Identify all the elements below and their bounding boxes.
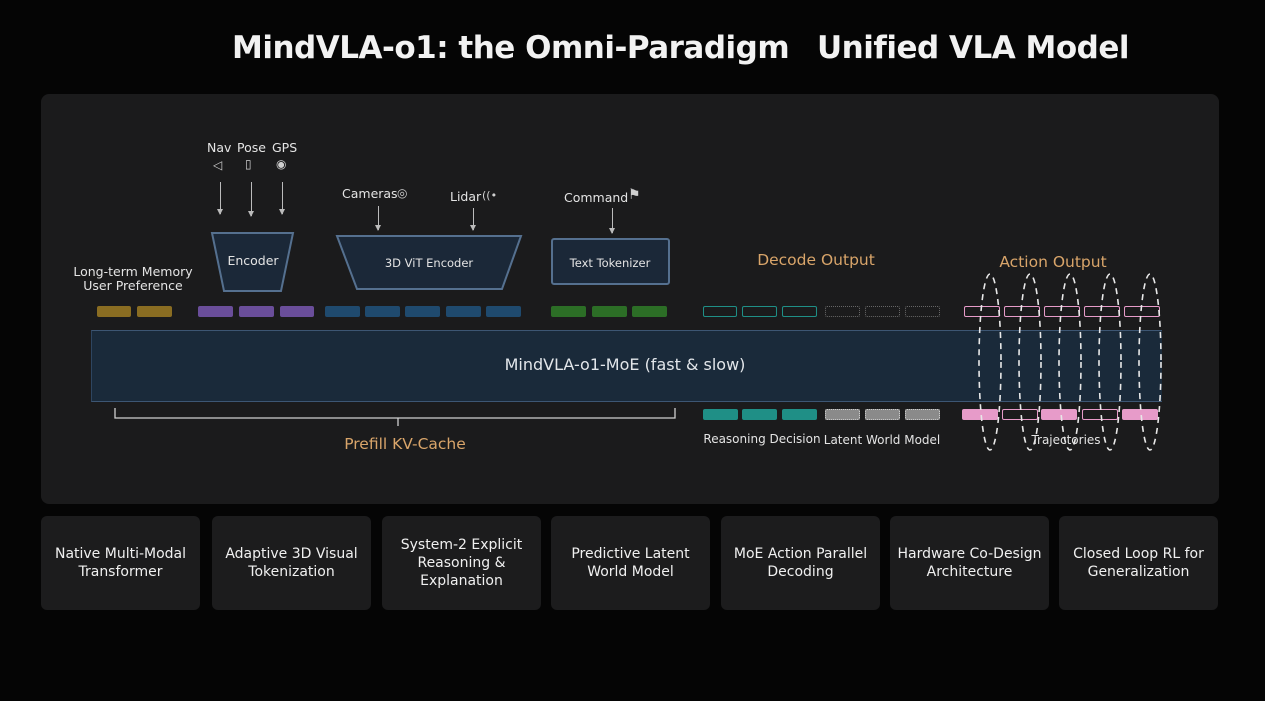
latent-token <box>865 409 900 420</box>
camera-icon: ◎ <box>397 186 408 200</box>
text-tokenizer-box <box>551 238 670 285</box>
prefill-brace <box>114 408 676 426</box>
reasoning-token <box>703 409 738 420</box>
vit-token <box>365 306 400 317</box>
pose-label: Pose <box>237 140 266 155</box>
text-token <box>592 306 627 317</box>
feature-card: System-2 Explicit Reasoning & Explanatio… <box>382 516 541 610</box>
reasoning-token-outline <box>703 306 737 317</box>
latent-token-outline <box>865 306 900 317</box>
nav-label: Nav <box>207 140 232 155</box>
eye-icon: ◉ <box>276 157 287 171</box>
text-tokenizer-label: Text Tokenizer <box>569 256 651 270</box>
feature-card: Adaptive 3D Visual Tokenization <box>212 516 371 610</box>
trajectory-loop <box>978 273 1002 451</box>
vit-token <box>405 306 440 317</box>
feature-card: Hardware Co-Design Architecture <box>890 516 1049 610</box>
title-left: MindVLA-o1: the Omni-Paradigm <box>232 30 790 66</box>
encoder-box <box>210 232 295 292</box>
nav-arrow <box>217 182 223 215</box>
decode-output-label: Decode Output <box>757 251 875 269</box>
reasoning-token-outline <box>742 306 777 317</box>
navigation-arrow-icon: ◁ <box>213 158 223 172</box>
memory-token <box>137 306 172 317</box>
encoder-token <box>198 306 233 317</box>
cameras-arrow <box>375 206 381 231</box>
pose-arrow <box>248 182 254 217</box>
memory-token <box>97 306 131 317</box>
latent-token-outline <box>825 306 860 317</box>
command-label: Command <box>564 190 629 205</box>
vit-token <box>446 306 481 317</box>
lidar-signal-icon: ((• <box>482 189 498 202</box>
reasoning-token-outline <box>782 306 817 317</box>
title-right: Unified VLA Model <box>817 30 1130 66</box>
action-token <box>962 409 998 420</box>
prefill-label: Prefill KV-Cache <box>344 435 466 453</box>
preference-label: User Preference <box>83 278 183 293</box>
trajectory-loop <box>1058 273 1082 451</box>
moe-label: MindVLA-o1-MoE (fast & slow) <box>504 355 746 374</box>
action-output-label: Action Output <box>999 253 1107 271</box>
gps-label: GPS <box>272 140 298 155</box>
trajectory-loop <box>1138 273 1162 451</box>
feature-card: Predictive Latent World Model <box>551 516 710 610</box>
action-token <box>1122 409 1158 420</box>
reasoning-token <box>782 409 817 420</box>
reasoning-token <box>742 409 777 420</box>
command-flag-icon: ⚑ <box>628 187 641 203</box>
trajectory-loop <box>1098 273 1122 451</box>
action-token <box>1041 409 1077 420</box>
lidar-label: Lidar <box>450 189 482 204</box>
feature-card: MoE Action Parallel Decoding <box>721 516 880 610</box>
feature-card: Closed Loop RL for Generalization <box>1059 516 1218 610</box>
vit-token <box>325 306 360 317</box>
feature-card: Native Multi-Modal Transformer <box>41 516 200 610</box>
command-arrow <box>609 208 615 234</box>
trajectories-label: Trajectories <box>1031 433 1101 447</box>
memory-label: Long-term Memory <box>73 264 193 279</box>
trajectory-loop <box>1018 273 1042 451</box>
text-token <box>551 306 586 317</box>
encoder-token <box>280 306 314 317</box>
encoder-token <box>239 306 274 317</box>
vit-encoder-label: 3D ViT Encoder <box>384 256 474 270</box>
vit-encoder-box <box>335 235 523 290</box>
cameras-label: Cameras <box>342 186 398 201</box>
pose-sensor-icon: ▯ <box>245 157 252 171</box>
vit-token <box>486 306 521 317</box>
latent-label: Latent World Model <box>823 433 941 447</box>
text-token <box>632 306 667 317</box>
moe-block <box>91 330 1162 402</box>
lidar-arrow <box>470 208 476 231</box>
latent-token-outline <box>905 306 940 317</box>
encoder-label: Encoder <box>227 253 279 268</box>
latent-token <box>825 409 860 420</box>
reasoning-label: Reasoning Decision <box>703 432 821 446</box>
gps-arrow <box>279 182 285 215</box>
latent-token <box>905 409 940 420</box>
